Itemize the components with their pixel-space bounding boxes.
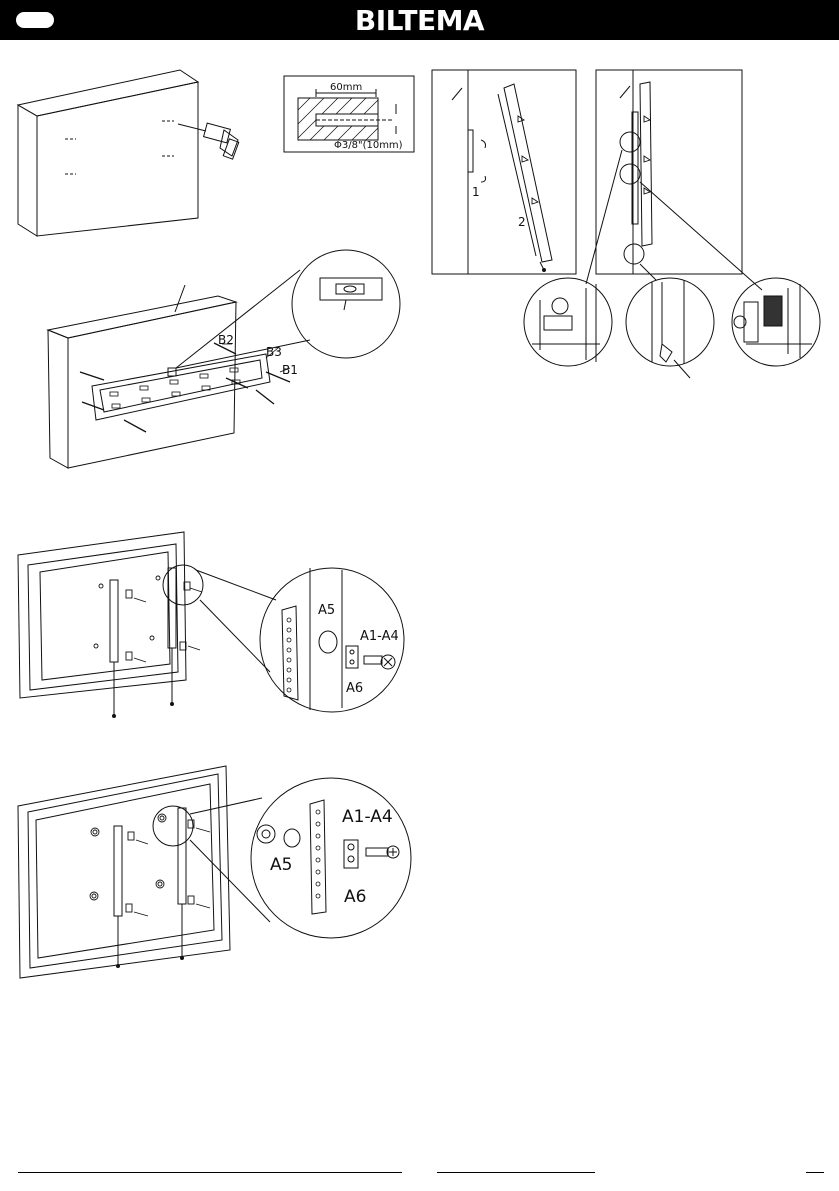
side-detail-circle-1 xyxy=(524,278,612,366)
side-detail-circle-3 xyxy=(732,278,820,366)
side-view-hooked xyxy=(586,70,762,290)
step-2-label: 2 xyxy=(518,215,526,229)
side-view-hook-on xyxy=(432,70,576,274)
vertical-bracket-left xyxy=(110,580,118,718)
label-a1-a4-2: A1-A4 xyxy=(342,807,393,827)
label-a1-a4: A1-A4 xyxy=(360,629,399,644)
label-a5: A5 xyxy=(318,603,335,618)
label-a5-2: A5 xyxy=(270,855,292,875)
label-b2: B2 xyxy=(218,333,234,347)
drill-diameter-label: Φ3/8"(10mm) xyxy=(334,140,403,151)
label-b3: B3 xyxy=(266,345,282,359)
footer-rule-left xyxy=(18,1172,402,1173)
drill-icon xyxy=(178,123,239,159)
side-detail-circle-2 xyxy=(626,278,714,378)
figure-tv-brackets-2 xyxy=(18,766,411,978)
vertical-bracket-right-2 xyxy=(178,808,186,960)
figure-drill-wall xyxy=(18,70,239,236)
label-a6: A6 xyxy=(346,681,363,696)
level-detail-circle xyxy=(292,250,400,358)
footer-rule-mid xyxy=(437,1172,595,1173)
footer-rule-right xyxy=(806,1172,824,1173)
label-b1: B1 xyxy=(282,363,298,377)
vertical-bracket-left-2 xyxy=(114,826,122,968)
spirit-level-icon xyxy=(320,278,382,310)
drill-width-label: 60mm xyxy=(330,82,362,93)
label-a6-2: A6 xyxy=(344,887,366,907)
figure-wall-bracket xyxy=(48,250,400,468)
step-1-label: 1 xyxy=(472,185,480,199)
